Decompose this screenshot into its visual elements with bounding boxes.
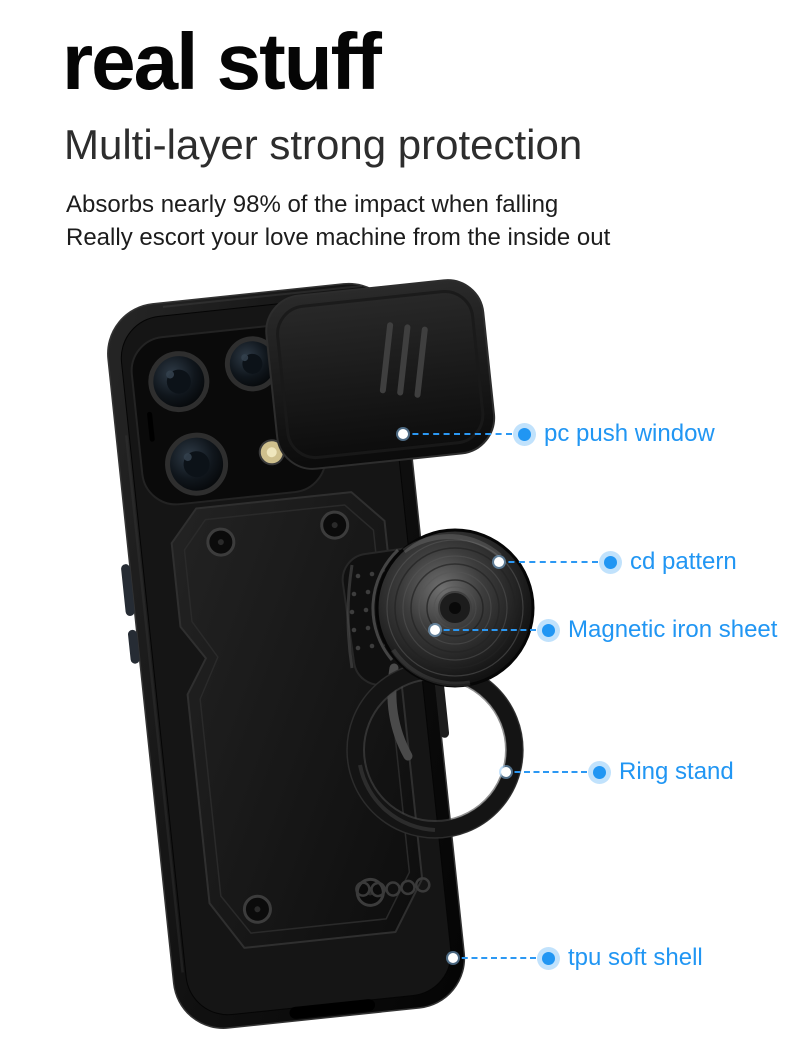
callout-anchor-dot-icon — [494, 557, 504, 567]
phone-case-body — [107, 279, 496, 1029]
callout-cd-pattern: cd pattern — [494, 547, 737, 577]
callout-dashed-line — [398, 429, 512, 439]
callout-dashed-line — [430, 625, 536, 635]
callout-label: Magnetic iron sheet — [568, 616, 778, 643]
callout-anchor-dot-icon — [398, 429, 408, 439]
callout-label: pc push window — [544, 420, 715, 447]
description: Absorbs nearly 98% of the impact when fa… — [66, 188, 610, 254]
side-button — [128, 629, 140, 664]
callout-dashed-line — [448, 953, 536, 963]
callout-dot-icon — [542, 623, 555, 637]
callout-anchor-dot-icon — [430, 625, 440, 635]
description-line-1: Absorbs nearly 98% of the impact when fa… — [66, 191, 559, 218]
callout-anchor-dot-icon — [501, 767, 511, 777]
callout-anchor-dot-icon — [448, 953, 458, 963]
callout-label: cd pattern — [630, 548, 737, 575]
callout-dot-icon — [518, 427, 531, 441]
cd-pattern-disc — [371, 528, 535, 688]
callout-dashed-line — [501, 767, 587, 777]
callout-dot-icon — [593, 765, 606, 779]
speaker-holes — [355, 877, 431, 898]
microphone-slot — [147, 411, 155, 442]
power-button — [434, 674, 450, 738]
callout-magnetic-iron-sheet: Magnetic iron sheet — [430, 615, 778, 645]
callout-pc-push-window: pc push window — [398, 419, 715, 449]
callout-ring-stand: Ring stand — [501, 757, 734, 787]
top-edge-highlight — [162, 284, 362, 308]
callout-dot-icon — [604, 555, 617, 569]
callout-dot-icon — [542, 951, 555, 965]
callout-tpu-soft-shell: tpu soft shell — [448, 943, 703, 973]
left-edge-highlight — [124, 435, 184, 973]
description-line-2: Really escort your love machine from the… — [66, 224, 611, 251]
callout-dashed-line — [494, 557, 598, 567]
callout-label: tpu soft shell — [568, 944, 703, 971]
callout-label: Ring stand — [619, 758, 734, 785]
charging-port — [289, 999, 376, 1019]
page-title: real stuff — [62, 17, 382, 106]
volume-button — [121, 564, 135, 616]
push-window-cover — [265, 279, 496, 470]
page-subtitle: Multi-layer strong protection — [64, 121, 583, 168]
